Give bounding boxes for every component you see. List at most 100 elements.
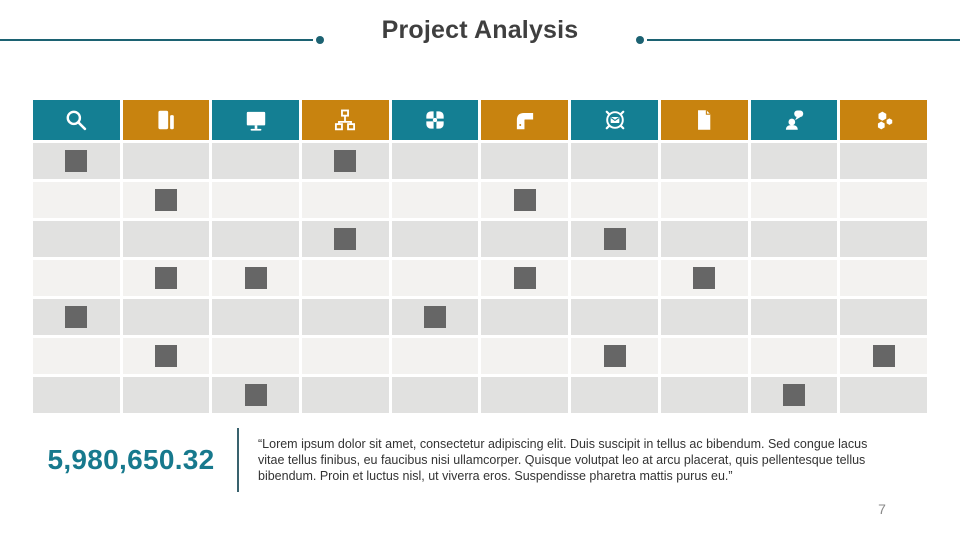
mail-badge-icon — [602, 107, 628, 133]
table-cell — [302, 377, 389, 413]
header-cell-mail-badge — [571, 100, 658, 140]
search-icon — [63, 107, 89, 133]
title-rule-dot-left — [316, 36, 324, 44]
pipe-elbow-icon — [512, 107, 538, 133]
page-title: Project Analysis — [381, 16, 579, 44]
table-cell — [481, 377, 569, 413]
table-cell — [212, 260, 300, 296]
table-row — [33, 377, 927, 413]
table-cell — [660, 182, 748, 218]
sitemap-icon — [332, 107, 358, 133]
table-cell — [33, 260, 120, 296]
monitor-icon — [243, 107, 269, 133]
table-cell — [840, 260, 927, 296]
table-cell — [391, 182, 479, 218]
table-cell — [481, 182, 569, 218]
table-cell — [750, 221, 838, 257]
table-cell — [840, 143, 927, 179]
table-cell — [571, 182, 658, 218]
marker-square — [65, 150, 88, 172]
table-cell — [660, 299, 748, 335]
table-cell — [212, 143, 300, 179]
table-cell — [481, 338, 569, 374]
table-cell — [391, 377, 479, 413]
table-cell — [302, 221, 389, 257]
table-cell — [750, 143, 838, 179]
table-cell — [481, 143, 569, 179]
marker-square — [155, 345, 178, 367]
marker-square — [65, 306, 88, 328]
table-cell — [660, 377, 748, 413]
table-row — [33, 338, 927, 374]
header-cell-pipe-elbow — [481, 100, 569, 140]
table-cell — [840, 221, 927, 257]
header-cell-scan — [391, 100, 479, 140]
table-cell — [33, 377, 120, 413]
table-row — [33, 260, 927, 296]
table-cell — [571, 338, 658, 374]
header-cell-search — [33, 100, 120, 140]
table-cell — [33, 299, 120, 335]
header-cell-books — [122, 100, 210, 140]
table-cell — [122, 260, 210, 296]
table-cell — [391, 143, 479, 179]
marker-square — [155, 267, 178, 289]
table-cell — [122, 299, 210, 335]
page-number: 7 — [878, 501, 886, 517]
table-cell — [122, 338, 210, 374]
table-cell — [391, 299, 479, 335]
table-cell — [302, 143, 389, 179]
table-cell — [571, 221, 658, 257]
table-cell — [122, 377, 210, 413]
table-cell — [571, 377, 658, 413]
table-cell — [840, 182, 927, 218]
table-cell — [571, 299, 658, 335]
marker-square — [334, 150, 357, 172]
table-cell — [391, 260, 479, 296]
table-cell — [212, 377, 300, 413]
table-cell — [840, 299, 927, 335]
table-cell — [302, 260, 389, 296]
table-row — [33, 182, 927, 218]
footer-divider — [237, 428, 239, 492]
table-cell — [212, 299, 300, 335]
marker-square — [693, 267, 716, 289]
header-cell-person-speech — [750, 100, 838, 140]
table-cell — [391, 338, 479, 374]
table-cell — [840, 377, 927, 413]
table-row — [33, 299, 927, 335]
table-cell — [750, 299, 838, 335]
marker-square — [603, 228, 626, 250]
table-cell — [122, 143, 210, 179]
title-rule-dot-right — [636, 36, 644, 44]
table-cell — [122, 182, 210, 218]
table-cell — [33, 143, 120, 179]
quote-text: “Lorem ipsum dolor sit amet, consectetur… — [258, 437, 868, 483]
table-row — [33, 221, 927, 257]
scan-icon — [422, 107, 448, 133]
table-cell — [33, 182, 120, 218]
marker-square — [872, 345, 895, 367]
table-cell — [212, 338, 300, 374]
table-cell — [750, 338, 838, 374]
title-rule-left — [0, 39, 313, 41]
table-cell — [750, 182, 838, 218]
cubes-icon — [871, 107, 897, 133]
table-cell — [660, 143, 748, 179]
table-cell — [660, 260, 748, 296]
header-cell-sitemap — [302, 100, 389, 140]
analysis-matrix-table — [33, 100, 927, 413]
title-rule-right — [647, 39, 960, 41]
metric-value: 5,980,650.32 — [47, 444, 215, 475]
header-cell-document — [660, 100, 748, 140]
table-cell — [212, 182, 300, 218]
table-cell — [391, 221, 479, 257]
marker-square — [244, 384, 267, 406]
document-icon — [691, 107, 717, 133]
header-cell-cubes — [840, 100, 927, 140]
table-row — [33, 143, 927, 179]
table-cell — [302, 299, 389, 335]
marker-square — [513, 189, 536, 211]
marker-square — [424, 306, 447, 328]
